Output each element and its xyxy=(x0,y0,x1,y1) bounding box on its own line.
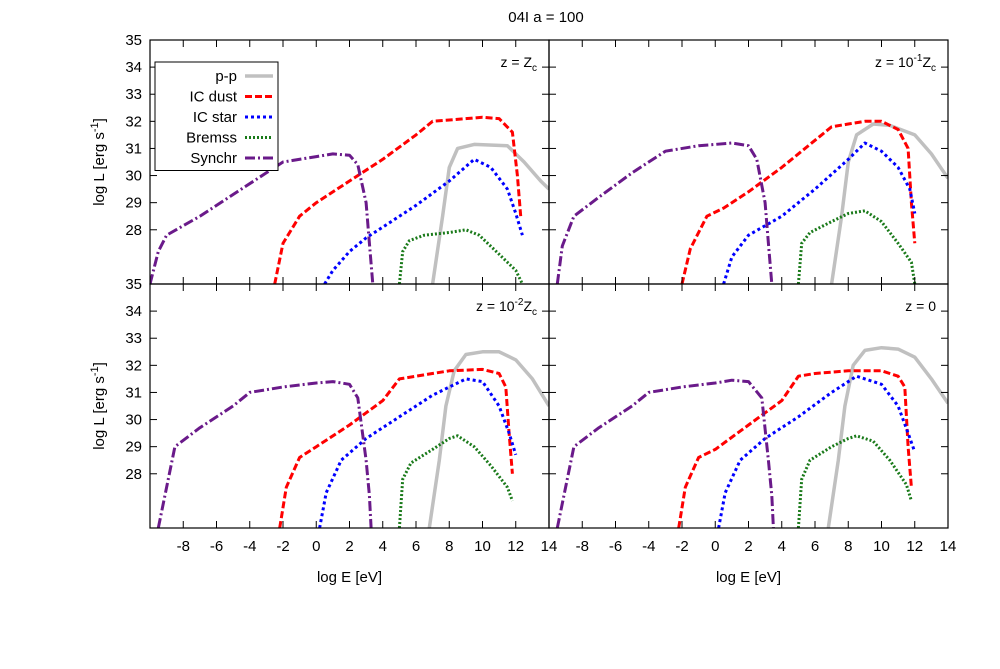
y-tick-label: 32 xyxy=(125,357,142,374)
x-tick-label: 4 xyxy=(778,538,786,555)
panel-frame xyxy=(548,39,949,285)
x-tick-label: 14 xyxy=(541,538,558,555)
series-line-ic-star xyxy=(318,377,518,528)
series-line-p-p xyxy=(430,142,549,284)
series-line-p-p xyxy=(829,122,948,284)
series-line-ic-star xyxy=(323,157,524,284)
series-group xyxy=(555,119,948,284)
series-line-bremss xyxy=(796,209,917,284)
legend-label-p-p: p-p xyxy=(215,68,237,85)
series-line-synchr xyxy=(555,141,774,284)
x-tick-label: 4 xyxy=(379,538,387,555)
x-axis-label: log E [eV] xyxy=(716,569,781,586)
x-tick-label: -4 xyxy=(642,538,655,555)
series-line-ic-dust xyxy=(677,369,913,528)
y-tick-label: 30 xyxy=(125,412,142,429)
panel-label: z = 10-2Zc xyxy=(476,297,537,318)
panel-label: z = Zc xyxy=(500,54,537,74)
y-tick-label: 31 xyxy=(125,384,142,401)
x-tick-label: -2 xyxy=(675,538,688,555)
x-tick-label: -6 xyxy=(609,538,622,555)
series-line-synchr xyxy=(156,380,373,528)
x-tick-label: -6 xyxy=(210,538,223,555)
series-group xyxy=(156,350,549,528)
chart-panel-1: 28 29 30 31 32 33 34 35 z = Zc log L [erg s-1] xyxy=(89,32,550,285)
y-tick-label: 35 xyxy=(125,276,142,293)
series-line-p-p xyxy=(427,350,549,528)
x-tick-label: 6 xyxy=(811,538,819,555)
y-tick-label: 34 xyxy=(125,59,142,76)
figure-title: 04I a = 100 xyxy=(508,9,583,26)
y-tick-label: 35 xyxy=(125,32,142,49)
y-tick-label: 33 xyxy=(125,330,142,347)
x-tick-label: -8 xyxy=(177,538,190,555)
series-line-ic-dust xyxy=(680,119,917,284)
chart-panel-4: -8 -6 -4 -2 0 2 4 6 8 10 12 14 z = 0 log E [eV] xyxy=(548,283,957,586)
series-line-synchr xyxy=(150,152,375,284)
legend-label-synchr: Synchr xyxy=(190,150,237,167)
series-line-bremss xyxy=(796,434,913,528)
y-tick-label: 28 xyxy=(125,222,142,239)
x-tick-label: 8 xyxy=(844,538,852,555)
series-group xyxy=(150,115,549,284)
x-tick-label: 0 xyxy=(312,538,320,555)
y-tick-label: 34 xyxy=(125,303,142,320)
panel-label: z = 0 xyxy=(905,298,936,314)
series-line-synchr xyxy=(555,378,775,528)
series-line-ic-star xyxy=(717,374,917,528)
x-tick-label: 14 xyxy=(940,538,957,555)
series-line-ic-dust xyxy=(273,115,523,284)
x-tick-label: 2 xyxy=(744,538,752,555)
x-tick-label: -2 xyxy=(276,538,289,555)
panel-frame xyxy=(548,283,949,529)
x-tick-label: 8 xyxy=(445,538,453,555)
y-tick-label: 29 xyxy=(125,195,142,212)
series-line-ic-dust xyxy=(278,367,514,528)
series-line-bremss xyxy=(397,434,514,528)
series-line-p-p xyxy=(826,345,948,528)
x-tick-label: -4 xyxy=(243,538,256,555)
x-tick-label: 10 xyxy=(474,538,491,555)
x-tick-label: 0 xyxy=(711,538,719,555)
y-tick-label: 30 xyxy=(125,168,142,185)
panel-label: z = 10-1Zc xyxy=(875,53,936,74)
x-tick-label: -8 xyxy=(576,538,589,555)
x-axis-label: log E [eV] xyxy=(317,569,382,586)
legend-label-bremss: Bremss xyxy=(186,130,237,147)
chart-panel-3: 28 29 30 31 32 33 34 35 -8 -6 -4 -2 0 2 4 6 8 10 12 14 z = 1… xyxy=(89,276,557,586)
series-group xyxy=(555,345,948,528)
legend-label-ic-star: IC star xyxy=(193,109,237,126)
y-tick-label: 29 xyxy=(125,439,142,456)
y-tick-label: 28 xyxy=(125,466,142,483)
y-axis-label: log L [erg s-1] xyxy=(89,118,108,206)
x-tick-label: 12 xyxy=(906,538,923,555)
series-line-ic-star xyxy=(722,141,917,284)
panel-frame xyxy=(149,283,550,529)
legend-label-ic-dust: IC dust xyxy=(189,89,237,106)
y-tick-label: 33 xyxy=(125,86,142,103)
x-tick-label: 2 xyxy=(345,538,353,555)
x-tick-label: 6 xyxy=(412,538,420,555)
y-axis-label: log L [erg s-1] xyxy=(89,362,108,450)
y-tick-label: 32 xyxy=(125,113,142,130)
chart-panel-2: z = 10-1Zc xyxy=(548,39,949,285)
series-line-bremss xyxy=(397,228,524,284)
x-tick-label: 12 xyxy=(507,538,524,555)
y-tick-label: 31 xyxy=(125,140,142,157)
x-tick-label: 10 xyxy=(873,538,890,555)
